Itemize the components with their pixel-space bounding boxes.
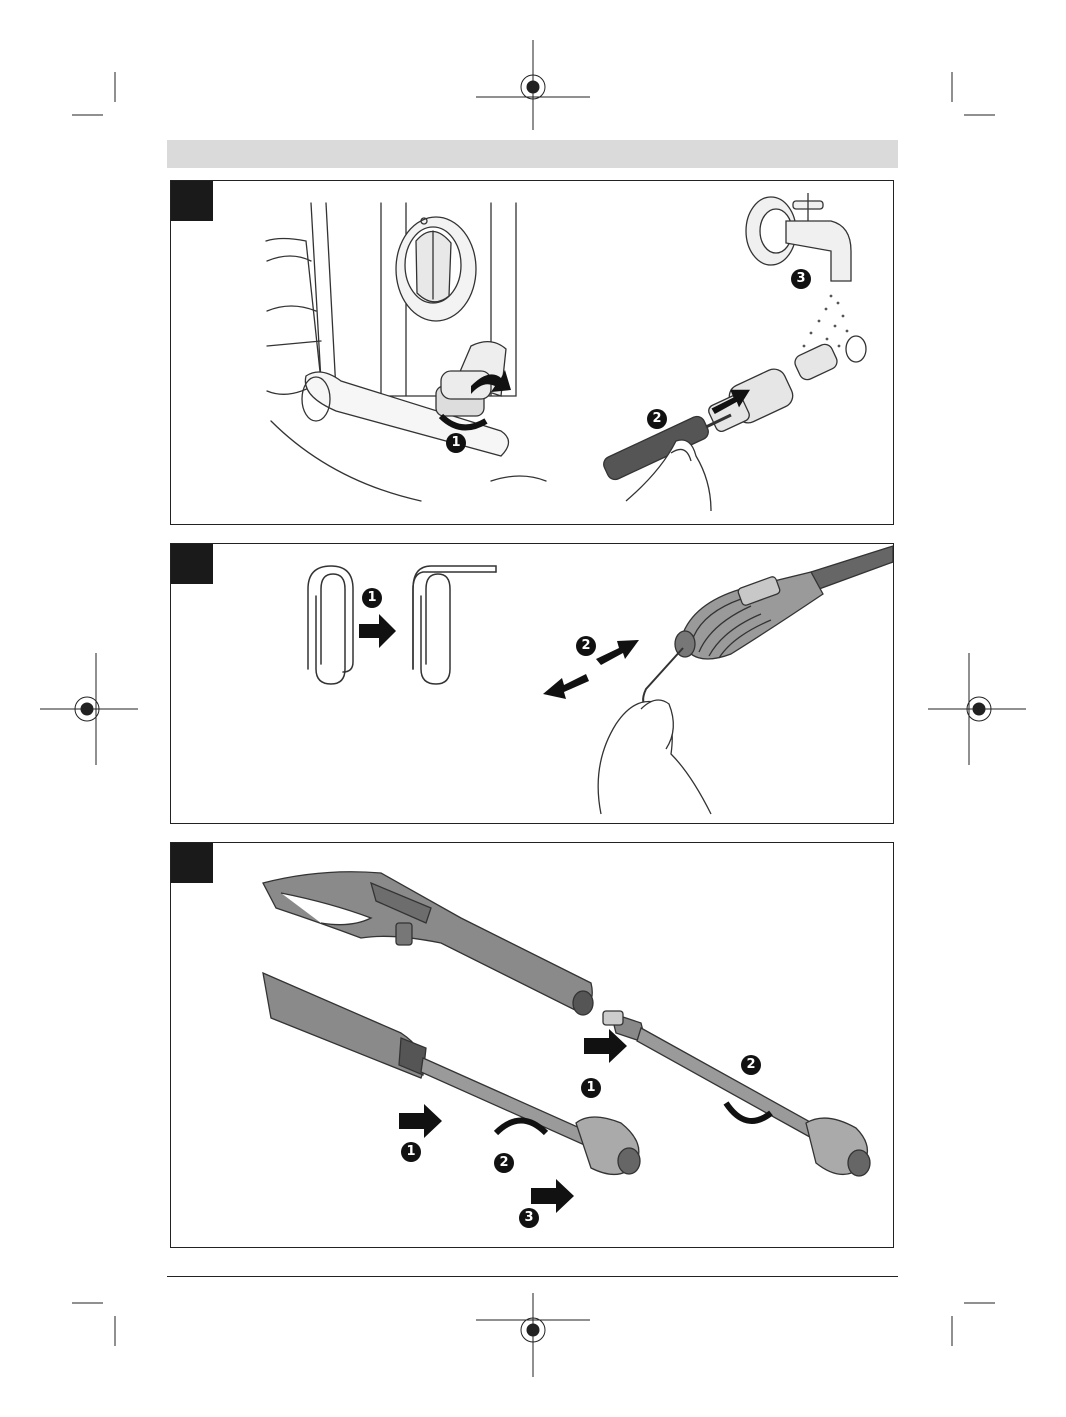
step-badge: 2 [576,636,596,656]
panel-gun-lance-assembly: 1 2 1 2 3 [170,842,894,1248]
header-band [167,140,898,168]
illustration-paperclip-cleaning [171,544,893,823]
illustration-gun-lance [171,843,893,1247]
step-badge: 1 [362,588,382,608]
illustration-machine-inlet [171,181,893,524]
footer-rule [167,1276,898,1277]
step-badge: 2 [741,1055,761,1075]
step-badge: 3 [519,1208,539,1228]
step-badge: 2 [494,1153,514,1173]
panel-nozzle-cleaning: 1 2 [170,543,894,824]
step-badge: 2 [647,409,667,429]
step-badge: 1 [446,433,466,453]
step-badge: 1 [581,1078,601,1098]
step-badge: 1 [401,1142,421,1162]
panel-inlet-filter: 1 2 3 [170,180,894,525]
step-badge: 3 [791,269,811,289]
